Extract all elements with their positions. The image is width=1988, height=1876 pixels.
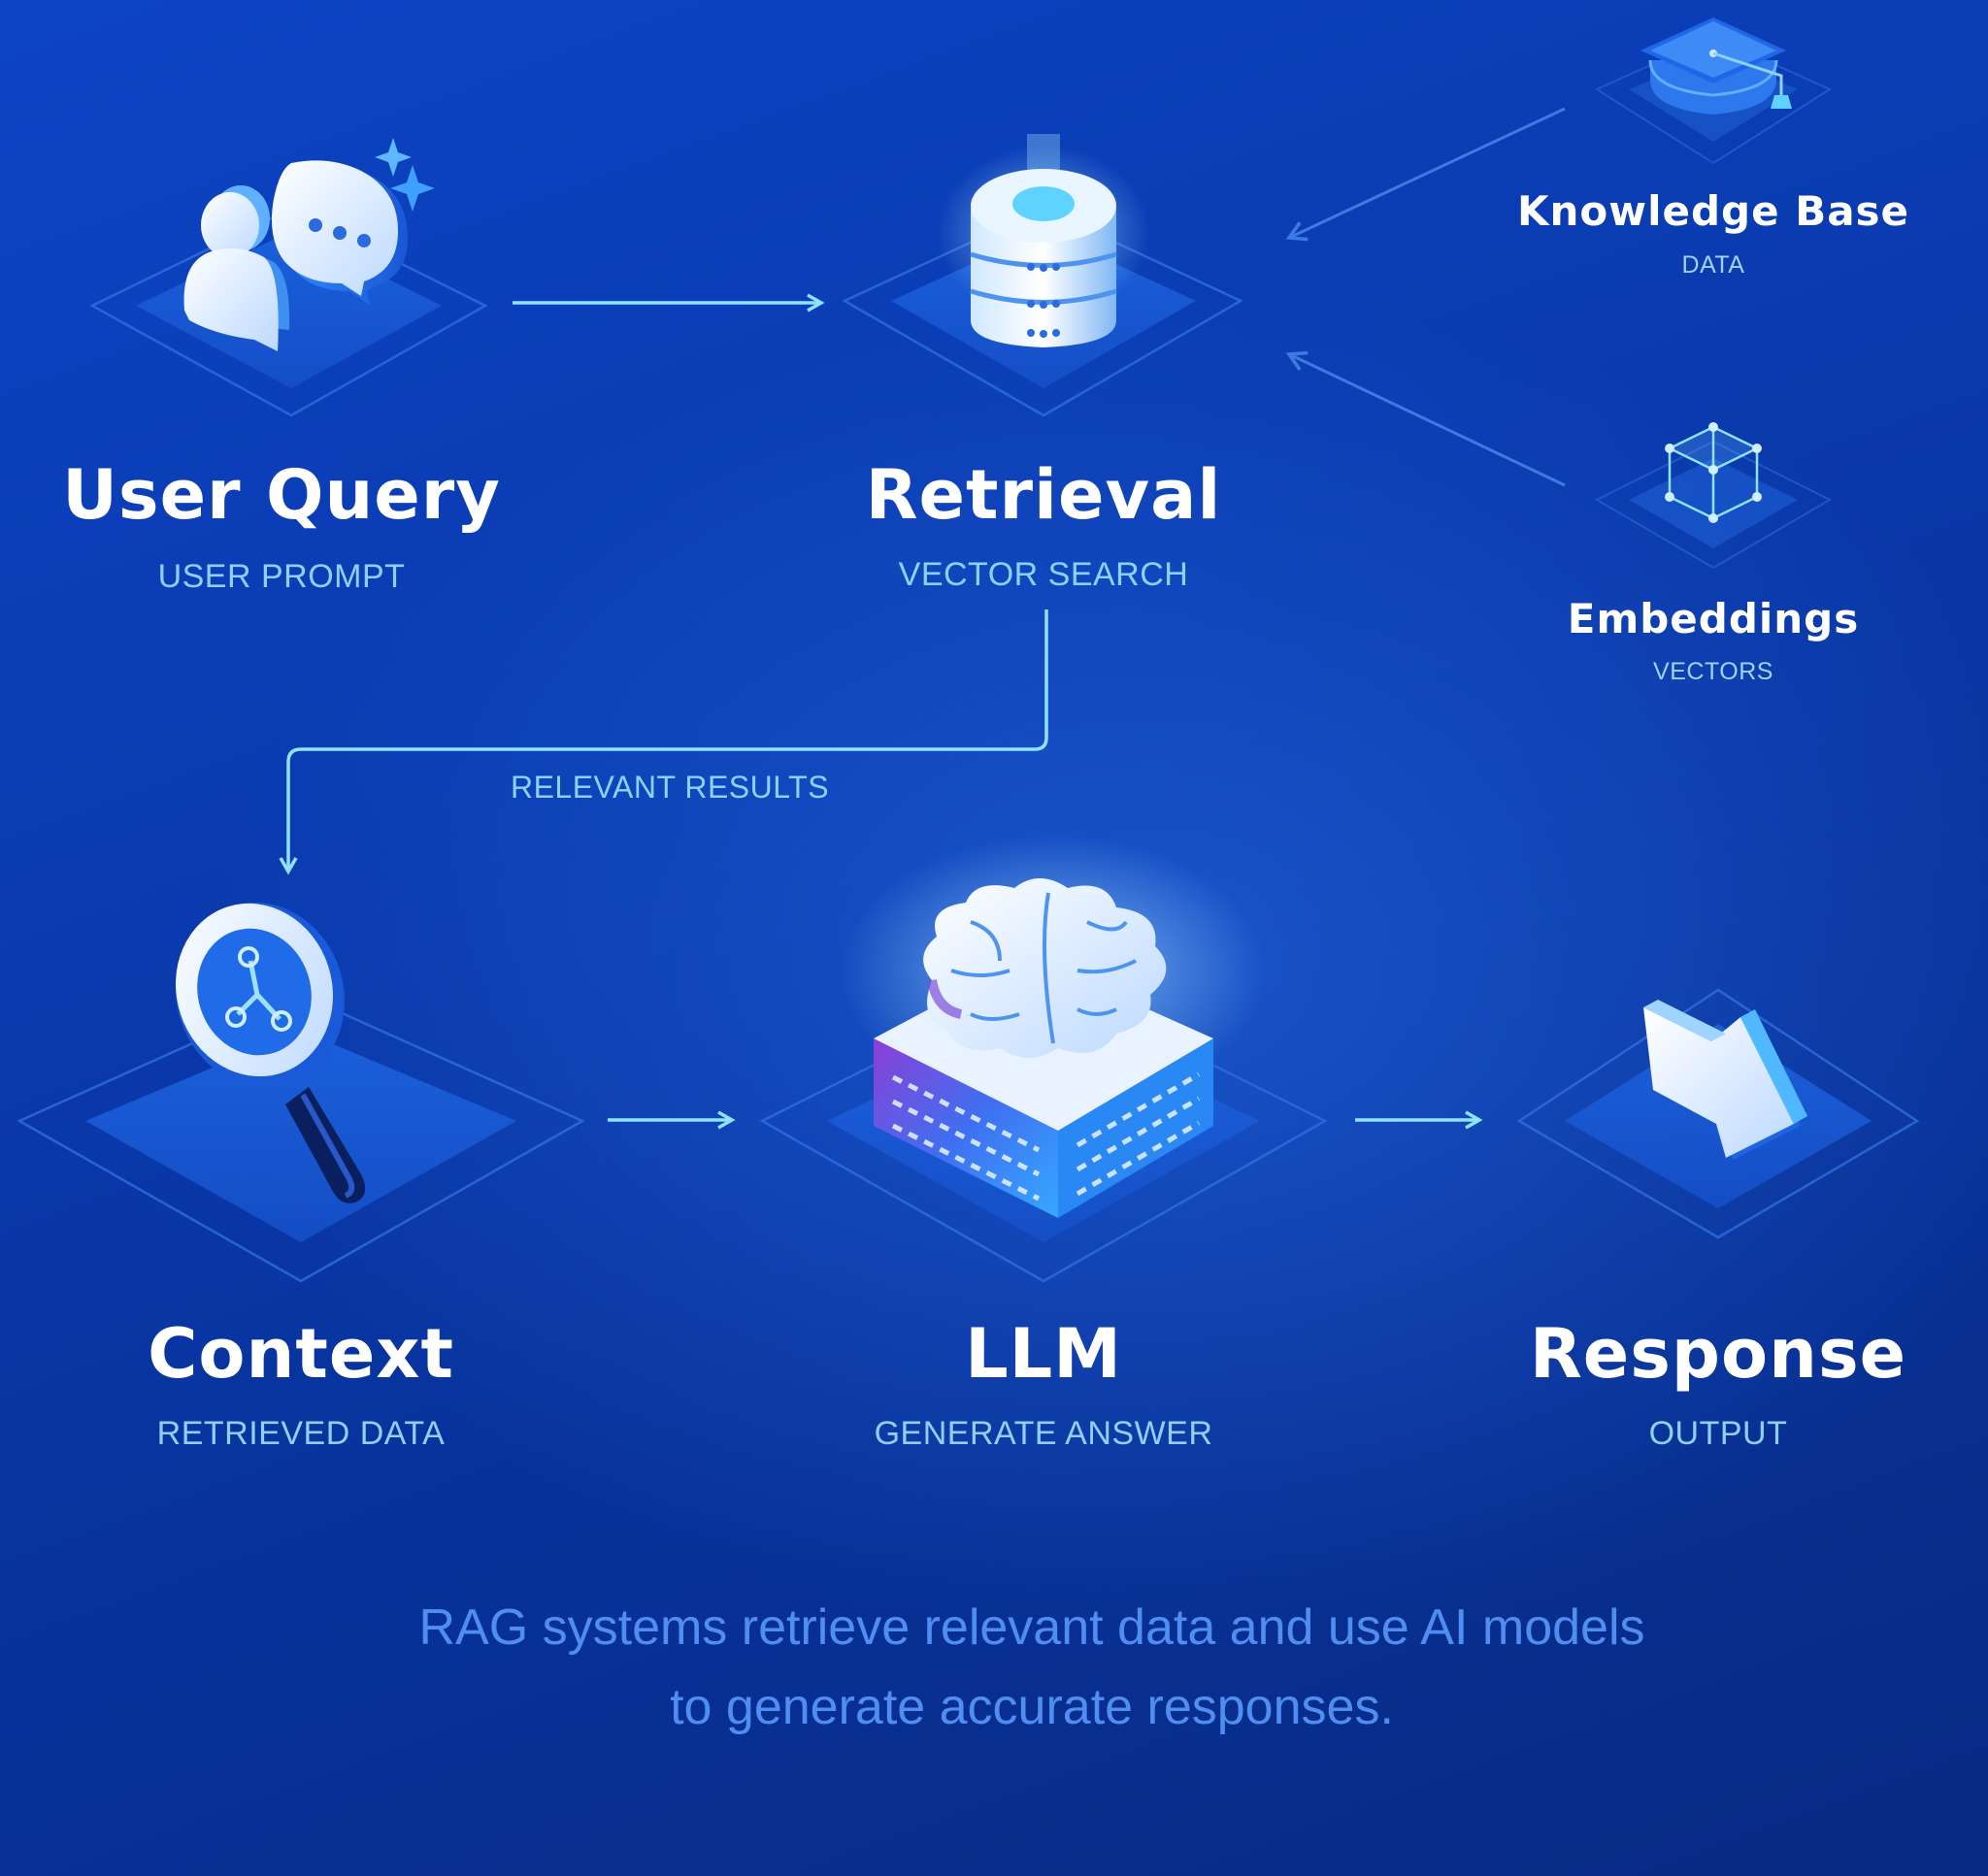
arrow-knowledge-to-retrieval [1285, 107, 1566, 242]
arrow-embeddings-to-retrieval [1285, 350, 1566, 487]
node-title-embeddings: Embeddings [1567, 595, 1860, 642]
database-icon [937, 134, 1150, 347]
caption-line-2: to generate accurate responses. [670, 1679, 1394, 1735]
node-subtitle-user-query: USER PROMPT [157, 558, 406, 595]
node-title-llm: LLM [965, 1314, 1122, 1394]
node-title-context: Context [148, 1314, 454, 1394]
node-title-response: Response [1529, 1314, 1907, 1394]
node-subtitle-knowledge-base: DATA [1681, 251, 1745, 279]
node-title-user-query: User Query [62, 455, 501, 535]
cube-network-icon [1665, 422, 1762, 523]
node-title-knowledge-base: Knowledge Base [1516, 187, 1910, 235]
magnifier-icon [175, 902, 366, 1203]
node-title-retrieval: Retrieval [865, 455, 1222, 535]
brain-chip-icon [840, 835, 1267, 1218]
platform-context [17, 993, 585, 1283]
node-subtitle-retrieval: VECTOR SEARCH [898, 556, 1189, 593]
caption-line-1: RAG systems retrieve relevant data and u… [418, 1599, 1645, 1656]
arrow-retrieval-to-context [279, 609, 1048, 875]
users-chat-icon [183, 138, 435, 351]
arrow-output-icon [1643, 1000, 1807, 1160]
graduation-cap-icon [1640, 17, 1792, 115]
edge-label-relevant-results: RELEVANT RESULTS [510, 770, 830, 805]
node-subtitle-context: RETRIEVED DATA [156, 1415, 446, 1452]
node-subtitle-embeddings: VECTORS [1653, 658, 1773, 685]
node-subtitle-response: OUTPUT [1648, 1415, 1788, 1452]
node-subtitle-llm: GENERATE ANSWER [874, 1415, 1213, 1452]
